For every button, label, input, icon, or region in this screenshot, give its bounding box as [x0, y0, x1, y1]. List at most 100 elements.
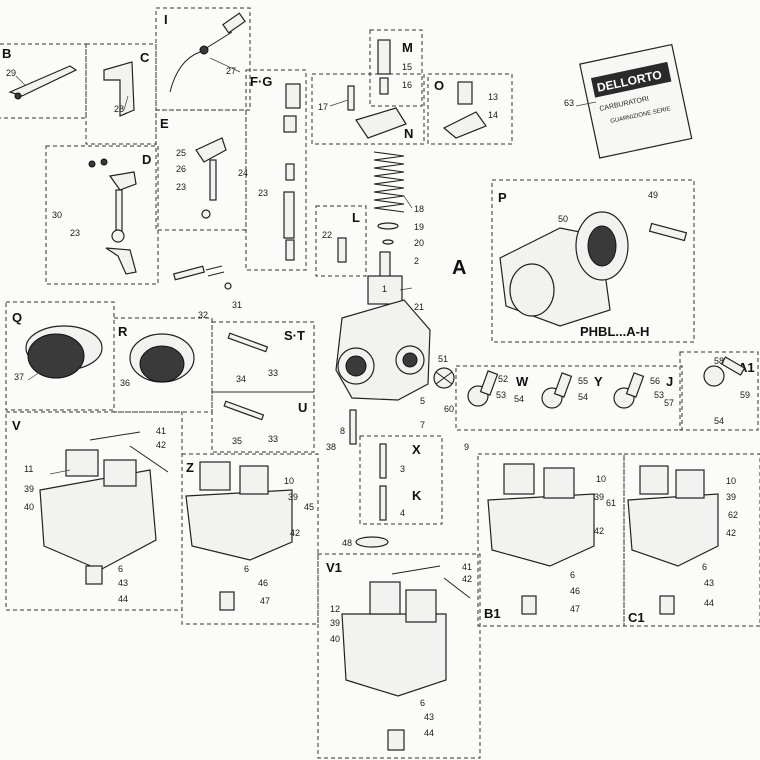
part-number: 10	[726, 476, 736, 486]
part-number: 13	[488, 92, 498, 102]
part-number: 44	[424, 728, 434, 738]
part-number: 19	[414, 222, 424, 232]
part-number: 4	[400, 508, 405, 518]
part-number: 15	[402, 62, 412, 72]
part-number-labels: 1 2 3 4 5 6 6 6 6 6 7 8 9 10 10 10 11 12…	[6, 62, 750, 738]
part-number: 39	[24, 484, 34, 494]
part-number: 50	[558, 214, 568, 224]
part-number: 38	[326, 442, 336, 452]
part-number: 18	[414, 204, 424, 214]
part-number: 36	[120, 378, 130, 388]
part-number: 24	[238, 168, 248, 178]
section-E: E	[160, 116, 169, 131]
part-number: 33	[268, 434, 278, 444]
part-number: 46	[570, 586, 580, 596]
part-number: 47	[260, 596, 270, 606]
section-B1: B1	[484, 606, 501, 621]
section-ST: S·T	[284, 328, 305, 343]
part-number: 12	[330, 604, 340, 614]
part-number: 28	[114, 104, 124, 114]
part-number: 60	[444, 404, 454, 414]
part-number: 53	[496, 390, 506, 400]
section-L: L	[352, 210, 360, 225]
part-number: 59	[740, 390, 750, 400]
section-V1: V1	[326, 560, 342, 575]
part-number: 46	[258, 578, 268, 588]
part-number: 51	[438, 354, 448, 364]
part-number: 30	[52, 210, 62, 220]
part-number: 54	[578, 392, 588, 402]
part-number: 14	[488, 110, 498, 120]
part-drawings	[8, 12, 746, 751]
part-number: 32	[198, 310, 208, 320]
carburetor-body	[335, 299, 431, 401]
section-X: X	[412, 442, 421, 457]
part-number: 48	[342, 538, 352, 548]
section-B: B	[2, 46, 11, 61]
part-number: 43	[704, 578, 714, 588]
part-number: 42	[290, 528, 300, 538]
part-number: 3	[400, 464, 405, 474]
section-C: C	[140, 50, 150, 65]
part-number: 39	[330, 618, 340, 628]
part-number: 57	[664, 398, 674, 408]
part-number: 8	[340, 426, 345, 436]
part-number: 11	[24, 464, 33, 474]
part-number: 43	[118, 578, 128, 588]
part-number: 37	[14, 372, 24, 382]
section-P: P	[498, 190, 507, 205]
part-number: 33	[268, 368, 278, 378]
part-number: 42	[726, 528, 736, 538]
part-number: 6	[702, 562, 707, 572]
part-number: 23	[176, 182, 186, 192]
part-number: 41	[462, 562, 472, 572]
part-number: 49	[648, 190, 658, 200]
part-number: 7	[420, 420, 425, 430]
fuel-banjos	[467, 356, 746, 409]
gasket-kit-package: DELLORTO CARBURATORI GUARNIZIONE SERIE	[579, 43, 693, 159]
section-C1: C1	[628, 610, 645, 625]
section-K: K	[412, 488, 422, 503]
throttle-spring	[373, 151, 405, 213]
section-O: O	[434, 78, 444, 93]
part-number: 5	[420, 396, 425, 406]
part-number: 2	[414, 256, 419, 266]
part-number: 39	[726, 492, 736, 502]
part-number: 42	[594, 526, 604, 536]
part-number: 23	[70, 228, 80, 238]
part-number: 1	[382, 284, 387, 294]
part-number: 55	[578, 376, 588, 386]
part-number: 61	[606, 498, 616, 508]
float-bowl-V1	[341, 581, 447, 751]
part-number: 54	[714, 416, 724, 426]
section-I: I	[164, 12, 168, 27]
part-number: 39	[288, 492, 298, 502]
section-N: N	[404, 126, 413, 141]
part-number: 23	[258, 188, 268, 198]
part-number: 34	[236, 374, 246, 384]
part-number: 63	[564, 98, 574, 108]
part-number: 45	[304, 502, 314, 512]
part-number: 29	[6, 68, 16, 78]
part-number: 47	[570, 604, 580, 614]
float-bowl-V	[39, 449, 157, 585]
section-R: R	[118, 324, 128, 339]
section-U: U	[298, 400, 307, 415]
float-bowl-C1	[627, 465, 719, 615]
part-number: 62	[728, 510, 738, 520]
part-number: 42	[156, 440, 166, 450]
part-number: 9	[464, 442, 469, 452]
section-V: V	[12, 418, 21, 433]
section-A: A	[452, 257, 466, 279]
section-W: W	[516, 374, 529, 389]
section-M: M	[402, 40, 413, 55]
part-number: 54	[514, 394, 524, 404]
part-number: 52	[498, 374, 508, 384]
part-number: 6	[420, 698, 425, 708]
part-number: 16	[402, 80, 412, 90]
part-number: 17	[318, 102, 328, 112]
part-number: 44	[118, 594, 128, 604]
part-number: 41	[156, 426, 166, 436]
